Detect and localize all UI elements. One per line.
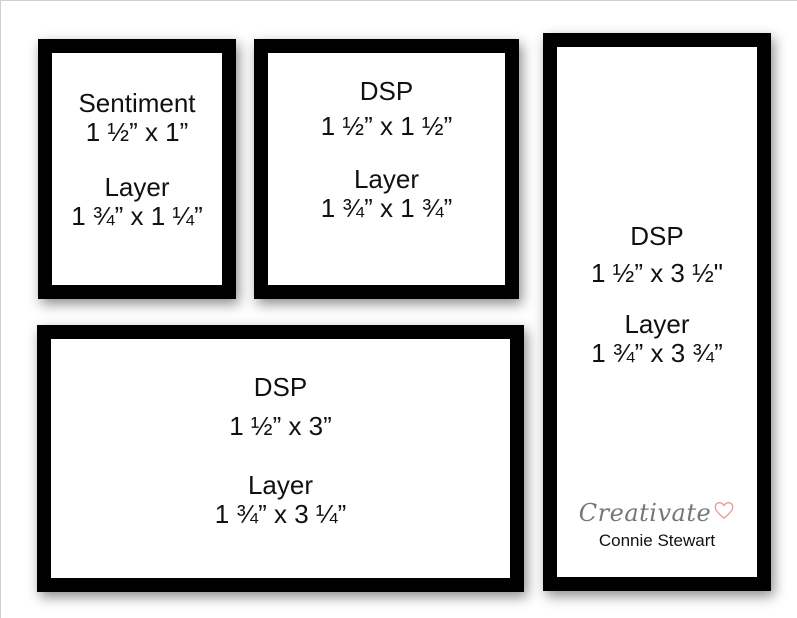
sentiment-layer-label: Layer: [104, 172, 170, 203]
creativate-logo: Creativate: [579, 499, 735, 527]
dsp-wide-layer-label: Layer: [247, 470, 314, 501]
dsp-tall-frame: DSP 1 ½” x 3 ½" Layer 1 ¾” x 3 ¾” Creati…: [543, 33, 771, 591]
sentiment-size: 1 ½” x 1”: [85, 117, 189, 148]
dsp-square-layer-label: Layer: [353, 164, 420, 195]
creativate-logo-text: Creativate: [578, 499, 712, 527]
creativate-brand: Creativate Connie Stewart: [557, 499, 757, 551]
dsp-square-title: DSP: [359, 76, 414, 106]
dsp-square-size: 1 ½” x 1 ½”: [320, 111, 453, 142]
dsp-wide-frame: DSP 1 ½” x 3” Layer 1 ¾” x 3 ¼”: [37, 325, 524, 592]
author-name: Connie Stewart: [598, 531, 716, 550]
sentiment-layer-size: 1 ¾” x 1 ¼”: [71, 201, 203, 232]
dsp-tall-title: DSP: [630, 221, 684, 251]
dsp-tall-layer-size: 1 ¾” x 3 ¾”: [591, 338, 723, 369]
sentiment-frame: Sentiment 1 ½” x 1” Layer 1 ¾” x 1 ¼”: [38, 39, 236, 299]
dsp-wide-layer-size: 1 ¾” x 3 ¼”: [214, 499, 347, 530]
dsp-tall-layer-label: Layer: [624, 309, 690, 340]
heart-icon: [714, 502, 734, 520]
sentiment-title: Sentiment: [78, 88, 196, 118]
dsp-square-layer-size: 1 ¾” x 1 ¾”: [320, 193, 453, 224]
dsp-tall-size: 1 ½” x 3 ½": [590, 258, 724, 289]
dsp-square-frame: DSP 1 ½” x 1 ½” Layer 1 ¾” x 1 ¾”: [254, 39, 519, 299]
dsp-wide-title: DSP: [253, 372, 308, 402]
dsp-wide-size: 1 ½” x 3”: [229, 411, 332, 442]
